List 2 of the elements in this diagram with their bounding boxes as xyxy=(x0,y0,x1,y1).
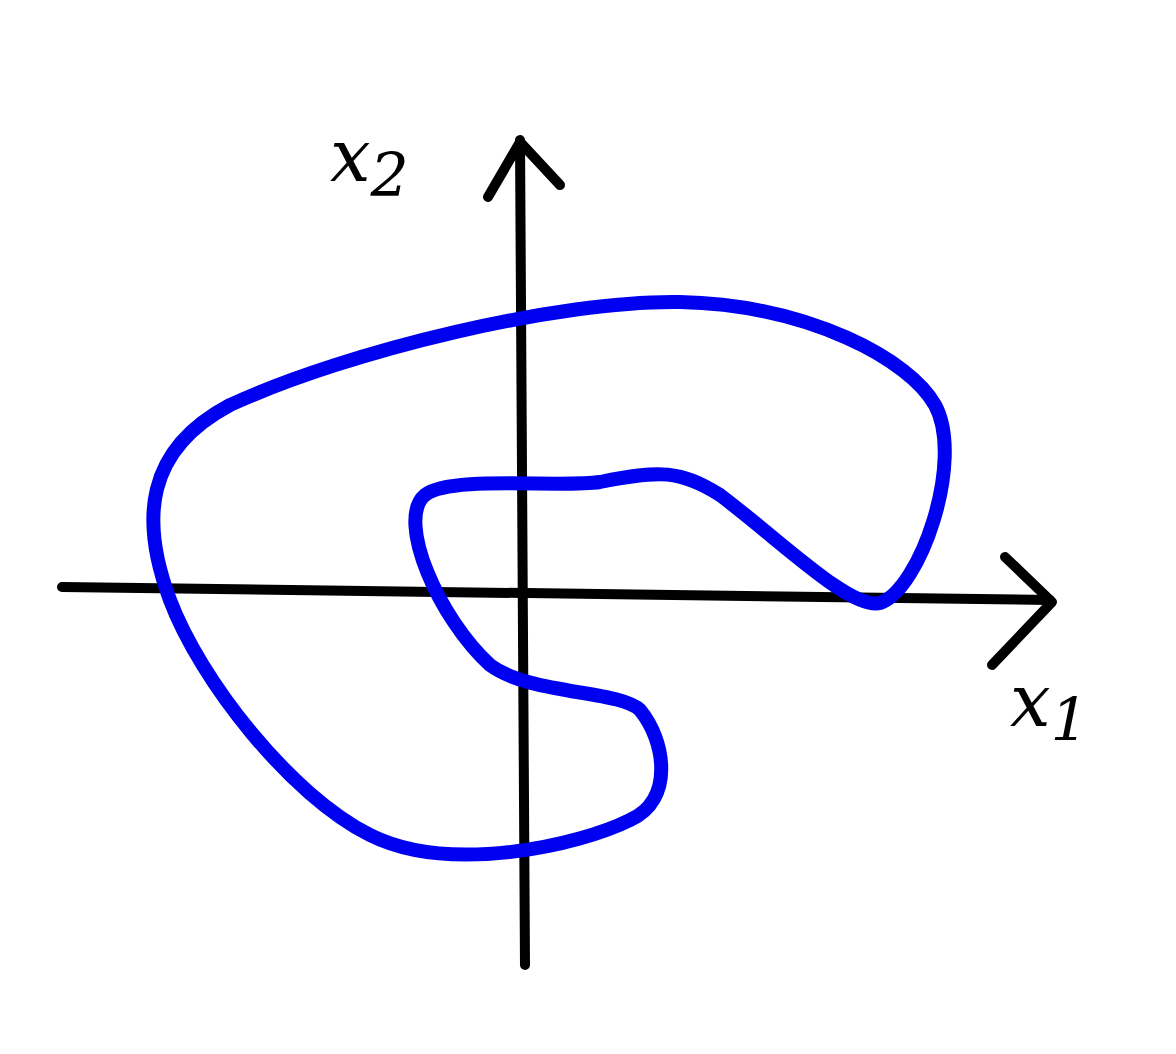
axis-label: x$_{1}$ xyxy=(1010,665,1089,751)
axis-label: x$_{2}$ xyxy=(330,120,409,206)
